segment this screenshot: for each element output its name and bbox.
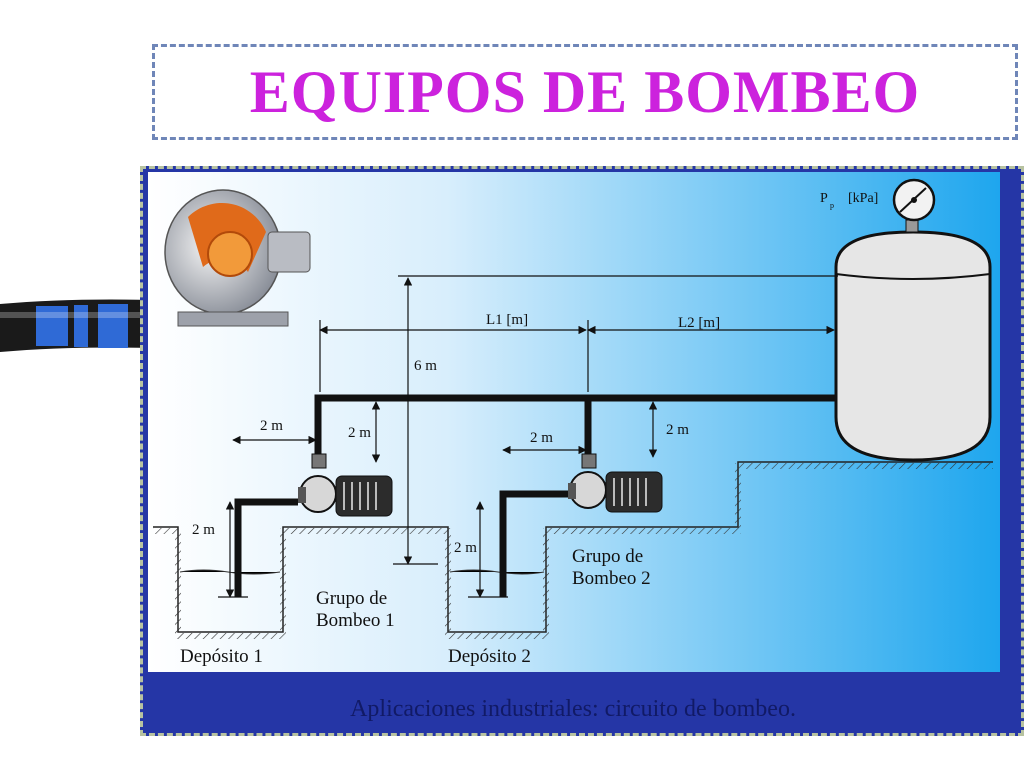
pressure-gauge-icon — [892, 178, 936, 222]
pump-group-1-label-line2: Bombeo 1 — [316, 610, 395, 631]
storage-tank — [834, 219, 992, 462]
dim-L2-label: L2 [m] — [678, 315, 720, 331]
pump-group-2-label-line1: Grupo de — [572, 546, 643, 567]
dimension-lines — [218, 275, 838, 598]
deposit-1-label: Depósito 1 — [180, 646, 263, 667]
dim-riser-1-label: 2 m — [348, 425, 371, 441]
dim-horiz-1-label: 2 m — [260, 418, 283, 434]
pumping-circuit-diagram: P p [kPa] — [148, 172, 1000, 672]
decorative-bar — [0, 299, 150, 352]
motor-icon — [605, 471, 663, 513]
pump-group-1 — [298, 453, 393, 517]
motor-icon — [335, 475, 393, 517]
main-pipe — [234, 394, 836, 597]
slide-title: EQUIPOS DE BOMBEO — [249, 58, 921, 125]
pump-group-2 — [568, 453, 663, 513]
pressure-label: P — [820, 191, 828, 206]
pressure-subscript: p — [830, 201, 834, 210]
ground-and-deposits — [153, 461, 993, 639]
dim-suction-1-label: 2 m — [192, 522, 215, 538]
pump-group-2-label-line2: Bombeo 2 — [572, 568, 651, 589]
pressure-unit: [kPa] — [848, 191, 878, 206]
deposit-2-label: Depósito 2 — [448, 646, 531, 667]
dim-horiz-2-label: 2 m — [530, 430, 553, 446]
dim-suction-2-label: 2 m — [454, 540, 477, 556]
dim-height-label: 6 m — [414, 358, 437, 374]
dim-riser-2-label: 2 m — [666, 422, 689, 438]
title-box: EQUIPOS DE BOMBEO — [152, 44, 1018, 140]
diagram-caption: Aplicaciones industriales: circuito de b… — [350, 696, 796, 722]
pump-group-1-label-line1: Grupo de — [316, 588, 387, 609]
pump-cutaway-icon — [164, 189, 311, 327]
dim-L1-label: L1 [m] — [486, 312, 528, 328]
